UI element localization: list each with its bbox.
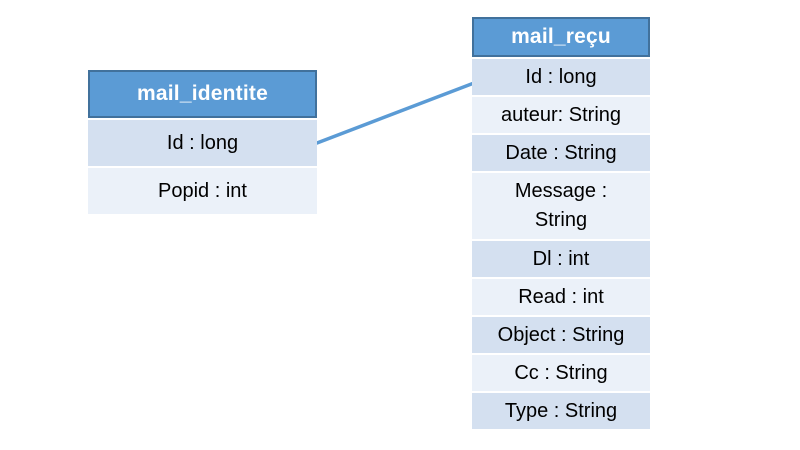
field-row: Id : long xyxy=(88,120,317,166)
field-row: Message : String xyxy=(472,173,650,239)
table-header: mail_identite xyxy=(88,70,317,118)
entity-table-mail-identite: mail_identite Id : long Popid : int xyxy=(88,70,317,214)
field-row: auteur: String xyxy=(472,97,650,133)
field-row: Date : String xyxy=(472,135,650,171)
entity-table-mail-recu: mail_reçu Id : long auteur: String Date … xyxy=(472,17,650,429)
connector-line xyxy=(315,81,476,145)
field-row: Object : String xyxy=(472,317,650,353)
field-row: Type : String xyxy=(472,393,650,429)
field-row: Popid : int xyxy=(88,168,317,214)
field-row: Cc : String xyxy=(472,355,650,391)
field-row: Dl : int xyxy=(472,241,650,277)
table-header: mail_reçu xyxy=(472,17,650,57)
field-row: Id : long xyxy=(472,59,650,95)
field-row: Read : int xyxy=(472,279,650,315)
